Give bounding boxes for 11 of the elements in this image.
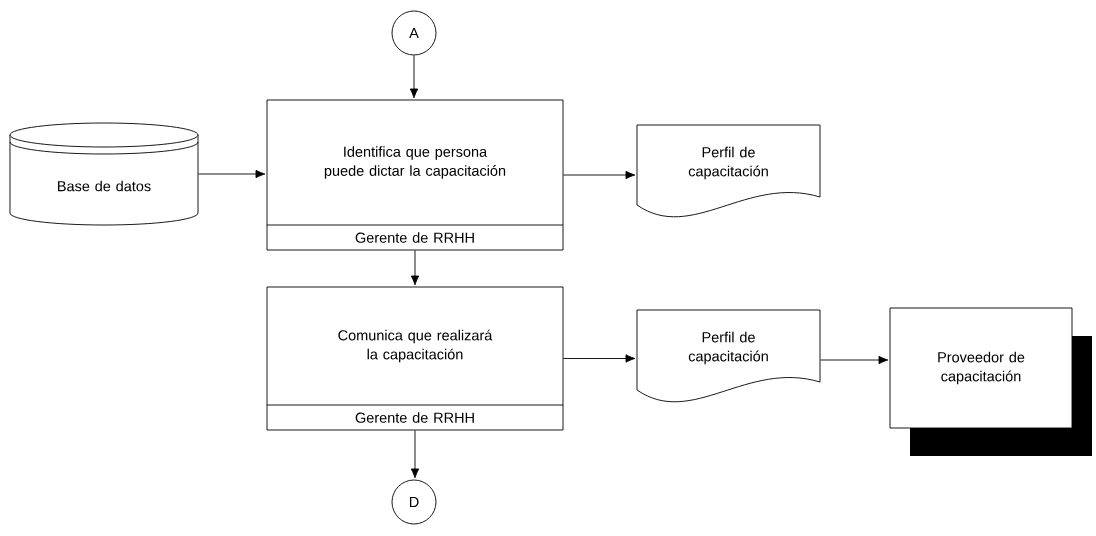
arrow — [409, 55, 419, 99]
arrow — [410, 430, 420, 479]
arrow — [820, 355, 889, 365]
arrow — [410, 250, 420, 286]
arrow — [563, 170, 636, 180]
arrow — [198, 169, 266, 179]
arrow — [563, 354, 636, 363]
process-box: Identifica que persona puede dictar la capacitación Gerente de RRHH — [266, 99, 564, 251]
database-cylinder: Base de datos — [9, 122, 199, 226]
shadowed-box: Proveedor de capacitación — [889, 307, 1092, 456]
process-box: Comunica que realizará la capacitación Gerente de RRHH — [266, 286, 564, 431]
